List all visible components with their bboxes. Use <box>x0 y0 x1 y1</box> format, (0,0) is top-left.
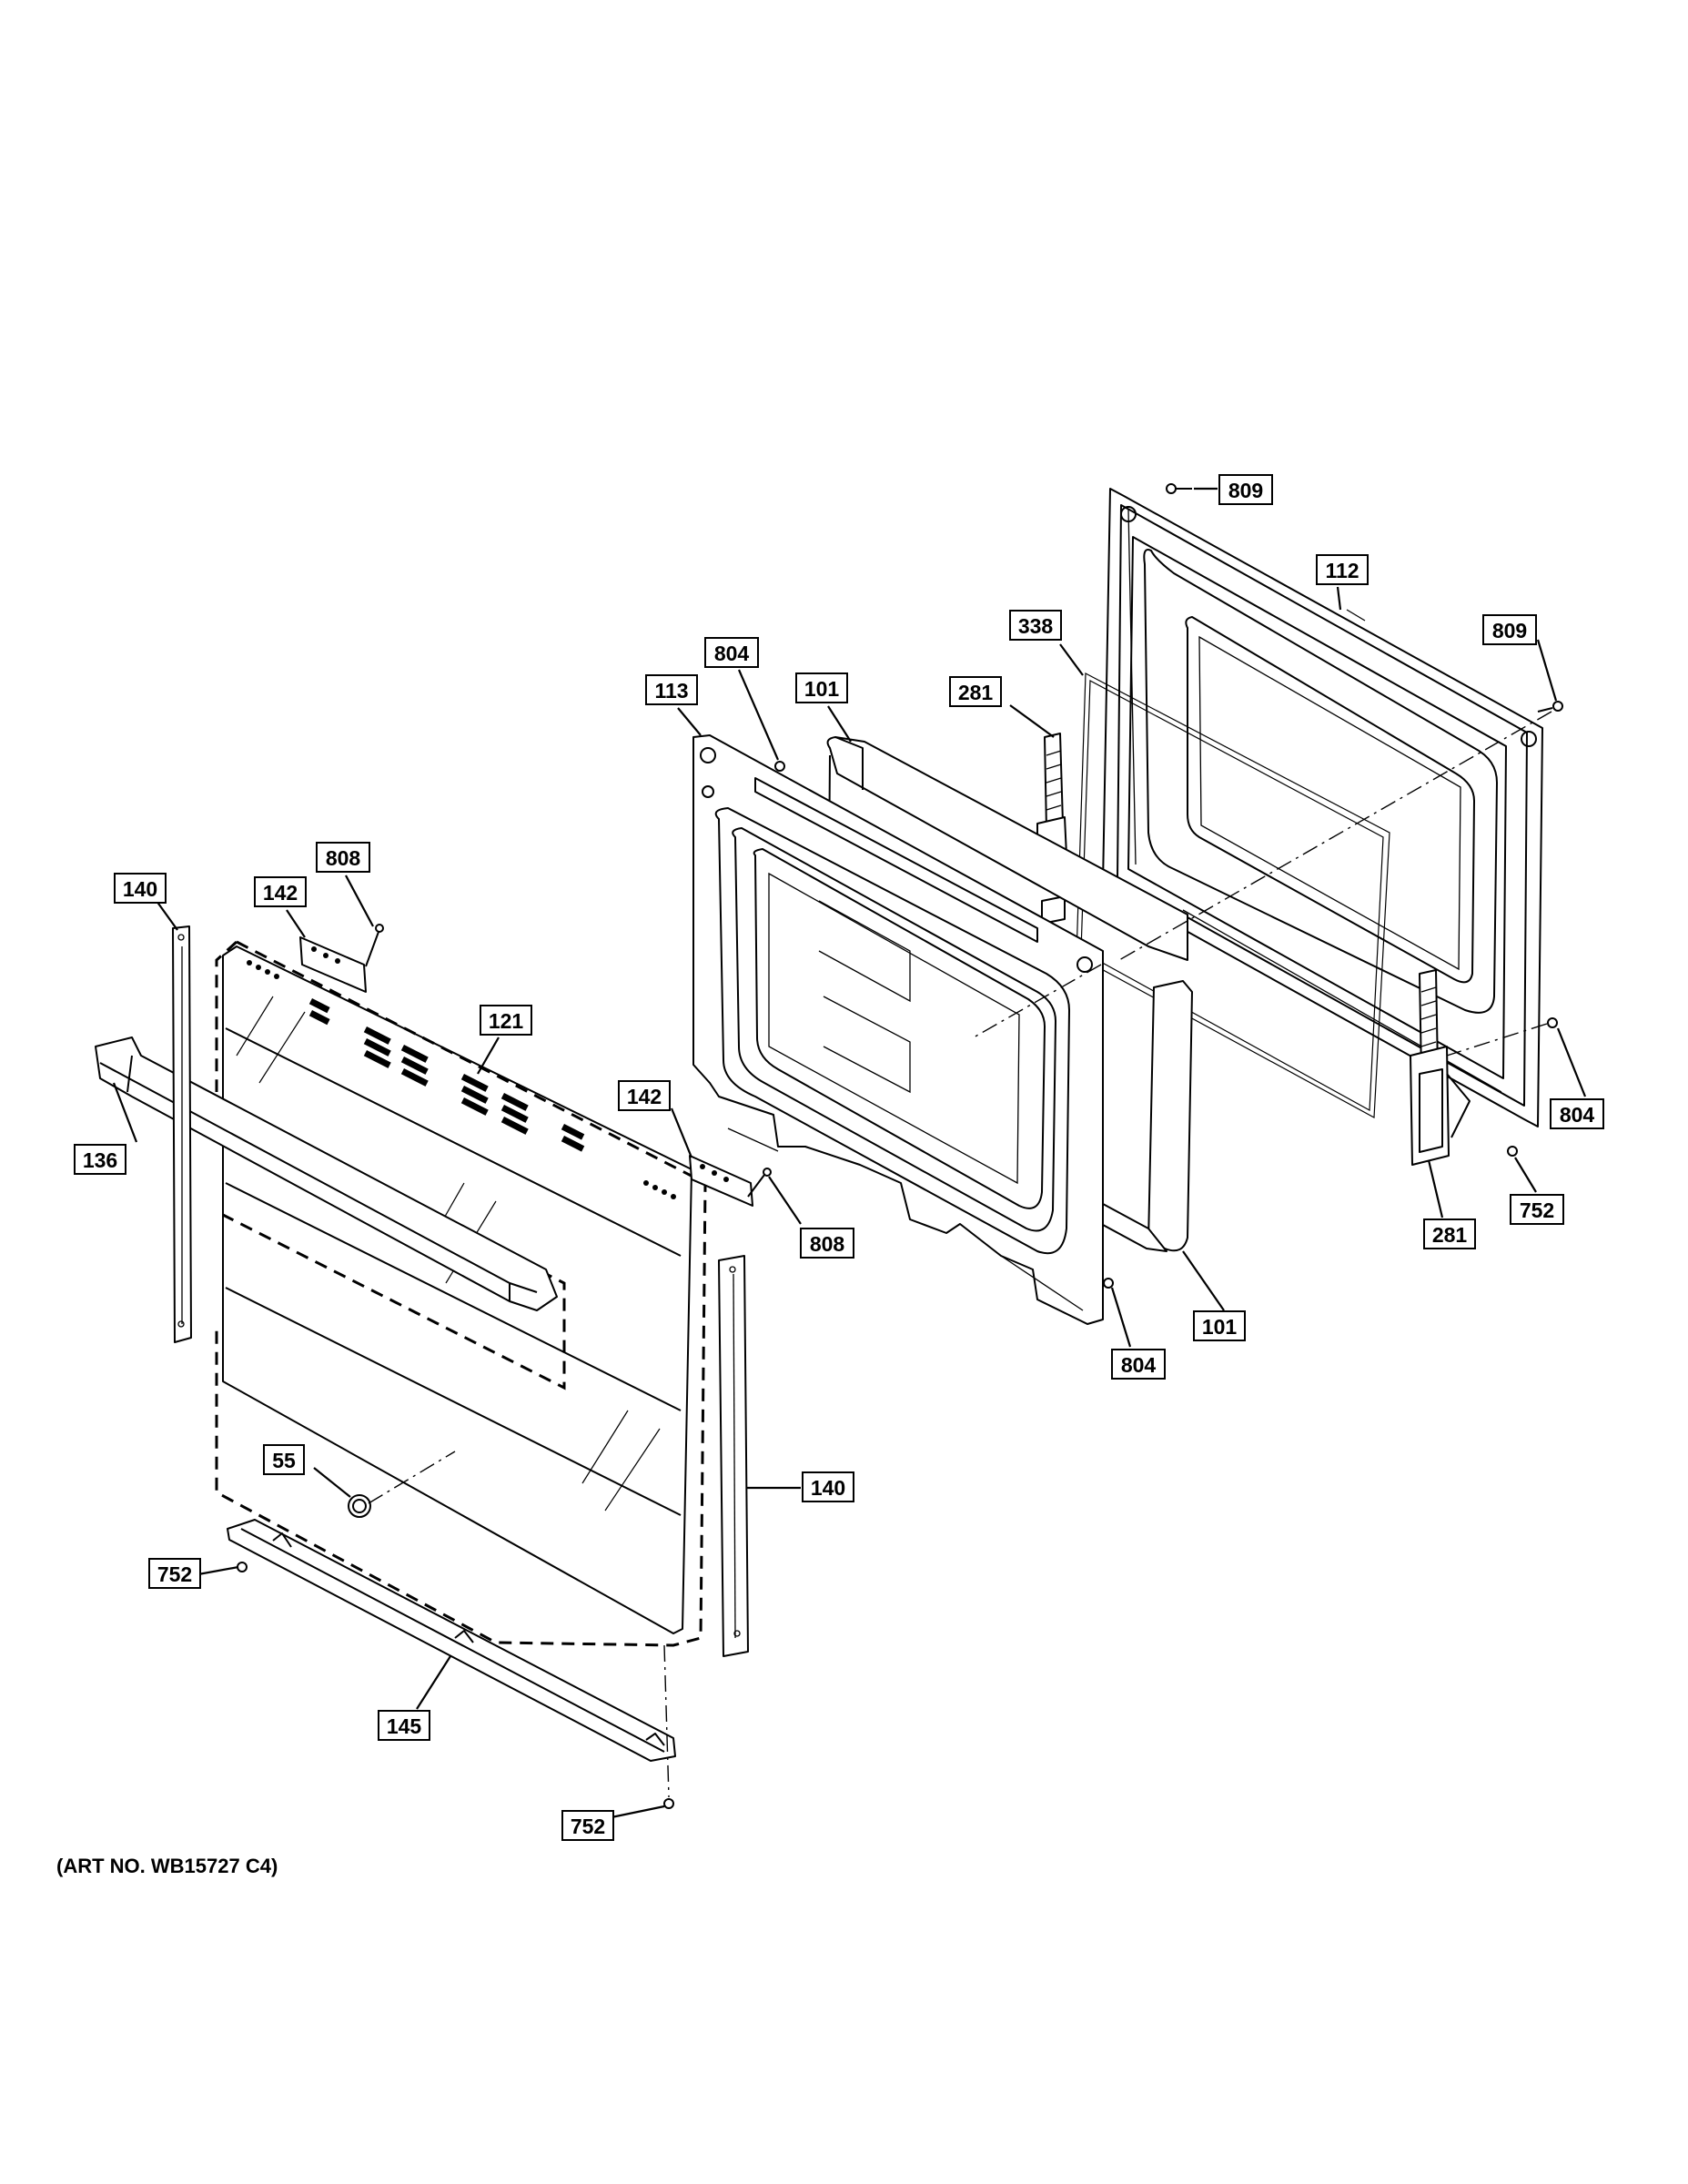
svg-text:55: 55 <box>272 1449 296 1472</box>
callout-752-right: 752 <box>1510 1194 1564 1225</box>
svg-text:809: 809 <box>1228 479 1263 502</box>
door-trim-right <box>718 1255 749 1657</box>
callout-136: 136 <box>74 1144 126 1175</box>
callout-121: 121 <box>480 1005 532 1036</box>
callout-338: 338 <box>1009 610 1062 641</box>
svg-text:804: 804 <box>1121 1353 1157 1377</box>
callout-101-bottom: 101 <box>1193 1310 1246 1341</box>
svg-text:281: 281 <box>1432 1223 1468 1247</box>
callout-281-bottom: 281 <box>1423 1218 1476 1249</box>
callout-101-top: 101 <box>795 672 848 703</box>
callout-140-left: 140 <box>114 873 167 904</box>
svg-text:809: 809 <box>1492 619 1527 642</box>
callout-145: 145 <box>378 1710 430 1741</box>
screw-808-mid <box>747 1168 772 1198</box>
callout-752-bottom: 752 <box>561 1810 614 1841</box>
svg-text:113: 113 <box>654 679 688 703</box>
door-liner <box>692 734 1104 1325</box>
callout-142-top: 142 <box>254 876 307 907</box>
svg-text:338: 338 <box>1018 614 1054 638</box>
callout-113: 113 <box>645 674 698 705</box>
inner-door-panel <box>1102 488 1543 1127</box>
callout-55: 55 <box>263 1444 305 1475</box>
screw-809-top <box>1166 483 1192 494</box>
vent-bracket-lower <box>689 1155 753 1207</box>
screw-804-bottom <box>1103 1278 1114 1289</box>
screw-752-left <box>237 1562 248 1572</box>
svg-text:140: 140 <box>123 877 157 901</box>
screw-808-top <box>365 924 384 967</box>
callout-752-left: 752 <box>148 1558 201 1589</box>
screw-804-right <box>1547 1017 1558 1028</box>
ge-logo-badge <box>348 1494 371 1518</box>
callout-808-mid: 808 <box>800 1228 854 1259</box>
leader-lines <box>112 487 1587 1819</box>
callout-804-right: 804 <box>1550 1098 1604 1129</box>
callout-142-mid: 142 <box>618 1080 671 1111</box>
screw-752-right <box>1507 1146 1518 1157</box>
callout-809-top: 809 <box>1218 474 1273 505</box>
outer-door-panel <box>222 945 692 1634</box>
svg-text:804: 804 <box>714 642 750 665</box>
screw-804-top <box>774 761 785 772</box>
vent-bracket-upper <box>299 936 367 993</box>
door-hinge-lower <box>1410 969 1471 1166</box>
callout-804-top: 804 <box>704 637 759 668</box>
door-bottom-trim <box>227 1519 676 1762</box>
svg-text:145: 145 <box>387 1714 422 1738</box>
svg-text:752: 752 <box>1520 1198 1554 1222</box>
callout-112: 112 <box>1316 554 1369 585</box>
callout-140-right: 140 <box>802 1471 854 1502</box>
callout-281-top: 281 <box>949 676 1002 707</box>
svg-text:101: 101 <box>1202 1315 1238 1339</box>
svg-text:136: 136 <box>83 1148 117 1172</box>
svg-text:281: 281 <box>958 681 994 704</box>
svg-text:752: 752 <box>571 1815 605 1838</box>
svg-text:101: 101 <box>804 677 840 701</box>
svg-text:142: 142 <box>263 881 298 905</box>
art-number-caption: (ART NO. WB15727 C4) <box>56 1855 278 1877</box>
svg-text:112: 112 <box>1325 559 1359 582</box>
alignment-lines <box>368 711 1552 1798</box>
svg-text:808: 808 <box>326 846 361 870</box>
screw-809-right <box>1537 701 1563 713</box>
callout-804-bottom: 804 <box>1111 1349 1166 1380</box>
svg-text:140: 140 <box>811 1476 845 1500</box>
svg-text:752: 752 <box>157 1562 192 1586</box>
svg-text:808: 808 <box>810 1232 845 1256</box>
callout-808-top: 808 <box>316 842 370 873</box>
svg-text:121: 121 <box>489 1009 524 1033</box>
door-trim-left <box>172 925 192 1343</box>
callout-809-right: 809 <box>1482 614 1537 645</box>
svg-text:142: 142 <box>627 1085 662 1108</box>
svg-text:804: 804 <box>1560 1103 1595 1127</box>
screw-752-bottom <box>663 1798 674 1809</box>
